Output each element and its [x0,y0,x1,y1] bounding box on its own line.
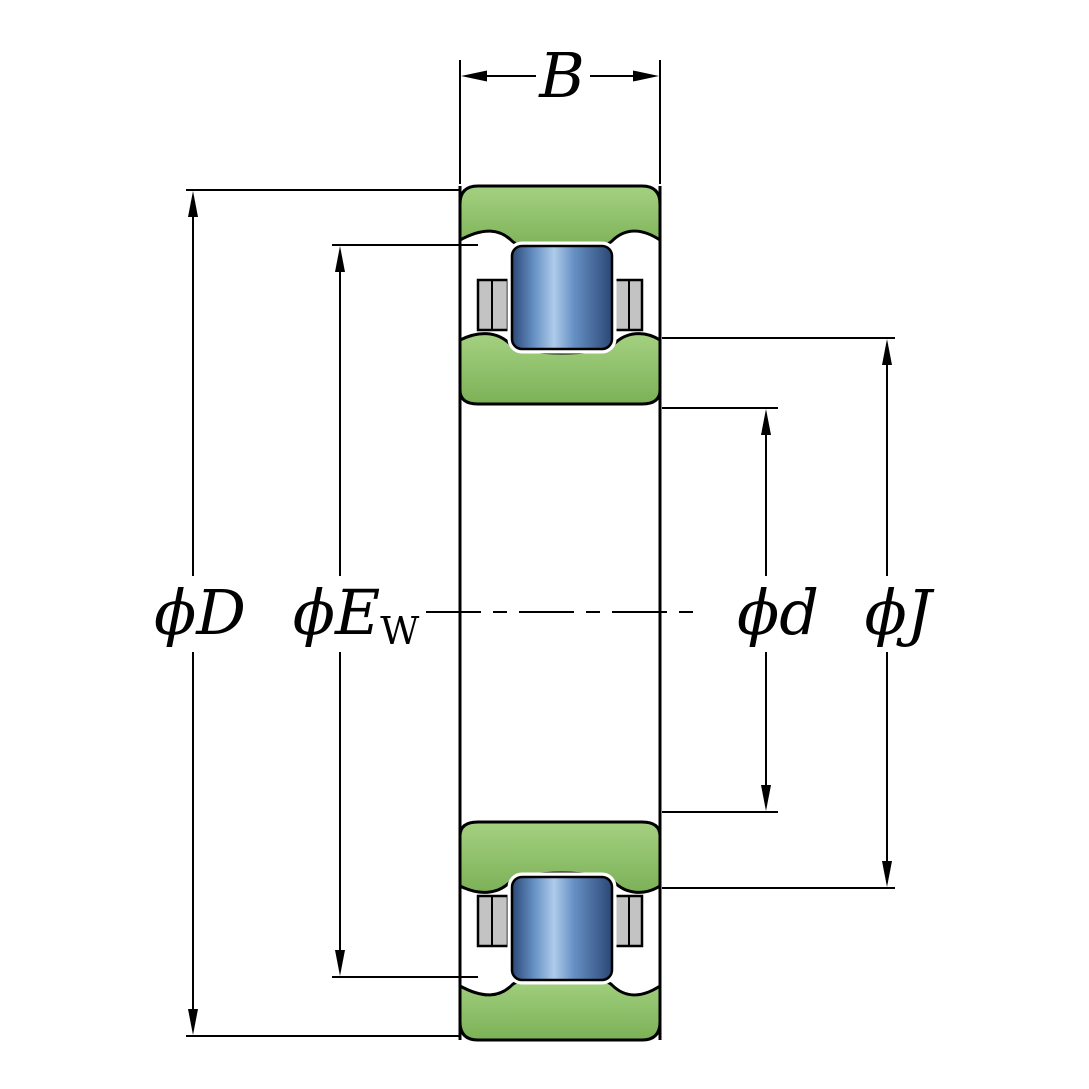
dimension-phiJ: ϕJ [662,337,935,889]
bore-diameter-label: ϕd [737,576,819,649]
b-arrowhead-left-icon [461,70,487,82]
roller-bottom [510,875,614,982]
bearing-cross-section [458,184,662,1042]
phiEw-arrowhead-up-icon [335,246,345,272]
roller-top [510,244,614,351]
dimension-B: B [459,39,661,184]
raceway-diameter-label-main: ϕE [293,576,381,649]
phid-arrowhead-down-icon [761,785,771,811]
b-arrowhead-right-icon [633,70,659,82]
cage-bottom [476,894,644,948]
phiD-arrowhead-up-icon [188,191,198,217]
outer-ring-bottom-section [458,974,662,1042]
phiEw-arrowhead-down-icon [335,950,345,976]
phiD-arrowhead-down-icon [188,1009,198,1035]
dimension-phiEw: ϕEW [293,244,478,978]
outer-diameter-label: ϕD [154,576,246,649]
dimension-phiD: ϕD [154,189,460,1037]
raceway-diameter-label-sub: W [380,609,419,653]
outer-ring-top-section [458,184,662,252]
phiJ-arrowhead-down-icon [882,861,892,887]
phiJ-arrowhead-up-icon [882,339,892,365]
rib-diameter-label: ϕJ [864,576,934,649]
dimension-phid: ϕd [662,407,819,813]
raceway-diameter-label: ϕEW [293,576,420,653]
cage-top [476,278,644,332]
phid-arrowhead-up-icon [761,409,771,435]
width-label: B [538,39,585,112]
